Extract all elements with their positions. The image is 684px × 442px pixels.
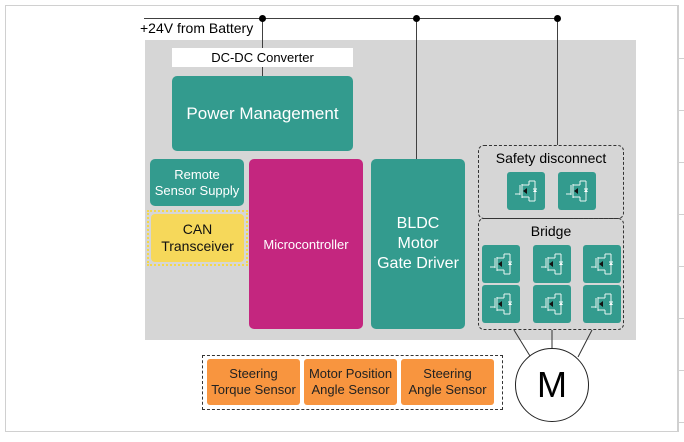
bridge-mosfet xyxy=(533,245,571,283)
grid-tick xyxy=(678,162,684,163)
mosfet-icon xyxy=(515,180,537,202)
gate-driver-line2: Motor xyxy=(397,235,439,252)
grid-tick xyxy=(678,266,684,267)
can-transceiver-outline xyxy=(147,210,248,266)
mosfet-icon xyxy=(541,253,563,275)
bridge-group xyxy=(478,218,624,330)
supply-wire-safety xyxy=(557,18,558,145)
supply-bus-wire xyxy=(144,18,558,19)
power-management-block: Power Management xyxy=(172,76,353,151)
junction-dot xyxy=(413,15,420,22)
grid-tick xyxy=(678,422,684,423)
diagram-frame xyxy=(5,5,678,432)
sensor-line1: Steering xyxy=(229,366,278,381)
supply-wire-gate-driver xyxy=(416,18,417,159)
safety-mosfet xyxy=(507,172,545,210)
grid-tick xyxy=(678,58,684,59)
sensor-line2: Angle Sensor xyxy=(408,382,487,397)
sensor-line1: Motor Position xyxy=(308,366,393,381)
microcontroller-block: Microcontroller xyxy=(249,159,363,329)
motor-label: M xyxy=(537,364,567,405)
grid-tick xyxy=(678,318,684,319)
remote-sensor-supply-line2: Sensor Supply xyxy=(154,182,240,198)
safety-disconnect-title: Safety disconnect xyxy=(495,150,607,166)
mosfet-icon xyxy=(566,180,588,202)
motor-symbol: M xyxy=(515,348,589,422)
grid-tick xyxy=(678,214,684,215)
can-transceiver-line1: CAN xyxy=(182,221,213,237)
mosfet-icon xyxy=(541,293,563,315)
mosfet-icon xyxy=(490,293,512,315)
can-transceiver-line2: Transceiver xyxy=(161,238,234,254)
power-management-label: Power Management xyxy=(186,103,339,123)
bridge-title: Bridge xyxy=(530,223,572,239)
supply-wire-power xyxy=(262,18,263,76)
supply-label: +24V from Battery xyxy=(140,20,254,36)
sensors-group xyxy=(202,355,503,410)
grid-tick xyxy=(678,110,684,111)
remote-sensor-supply-line1: Remote xyxy=(174,166,220,182)
microcontroller-label: Microcontroller xyxy=(263,236,349,252)
gate-driver-line1: BLDC xyxy=(396,215,440,232)
bridge-mosfet xyxy=(583,245,621,283)
can-transceiver-block: CAN Transceiver xyxy=(151,214,244,262)
phase-wire-u xyxy=(513,329,531,357)
right-border-line xyxy=(678,5,679,432)
sensor-line2: Angle Sensor xyxy=(311,382,390,397)
phase-wire-w xyxy=(577,329,593,358)
gate-driver-block: BLDC Motor Gate Driver xyxy=(371,159,465,329)
grid-tick xyxy=(678,370,684,371)
bridge-mosfet xyxy=(533,285,571,323)
safety-mosfet xyxy=(558,172,596,210)
mosfet-icon xyxy=(591,253,613,275)
gate-driver-line3: Gate Driver xyxy=(377,255,459,272)
sensor-line1: Steering xyxy=(423,366,472,381)
junction-dot xyxy=(554,15,561,22)
bridge-mosfet xyxy=(583,285,621,323)
junction-dot xyxy=(259,15,266,22)
bridge-mosfet xyxy=(482,285,520,323)
mosfet-icon xyxy=(591,293,613,315)
remote-sensor-supply-block: Remote Sensor Supply xyxy=(150,159,244,206)
mosfet-icon xyxy=(490,253,512,275)
dcdc-converter-label: DC-DC Converter xyxy=(172,48,353,67)
sensor-line2: Torque Sensor xyxy=(211,382,296,397)
bridge-mosfet xyxy=(482,245,520,283)
